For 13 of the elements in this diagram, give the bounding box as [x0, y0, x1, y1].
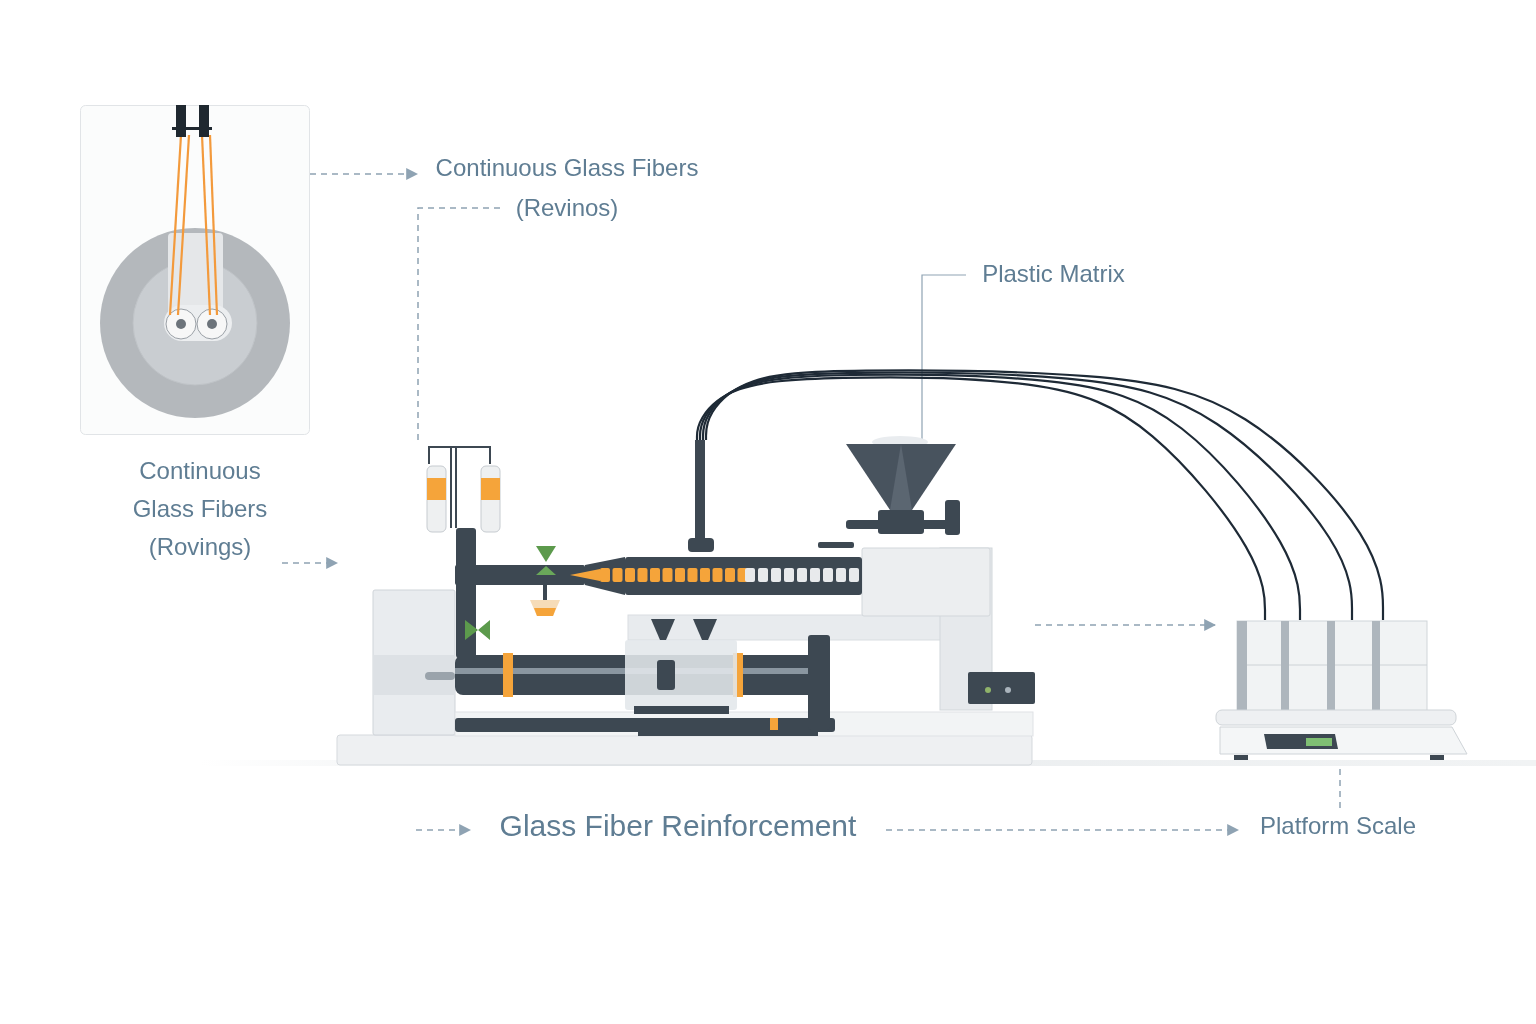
leader-line	[417, 207, 501, 441]
dashed-arrow	[885, 824, 1240, 836]
leader-line	[921, 274, 967, 441]
dashed-arrow	[281, 557, 339, 569]
callout-label: Platform Scale	[1258, 811, 1418, 841]
dashed-arrow	[415, 824, 472, 836]
callout-label: Plastic Matrix	[981, 259, 1126, 289]
dashed-arrow	[309, 168, 419, 180]
dashed-arrow	[1034, 619, 1217, 631]
callout-label: Glass Fiber Reinforcement	[498, 808, 858, 844]
callout-label: Continuous Glass Fibers (Rovings)	[131, 456, 269, 562]
callout-label: Continuous Glass Fibers (Revinos)	[434, 153, 700, 223]
fiber-spool-drawing	[80, 105, 310, 435]
